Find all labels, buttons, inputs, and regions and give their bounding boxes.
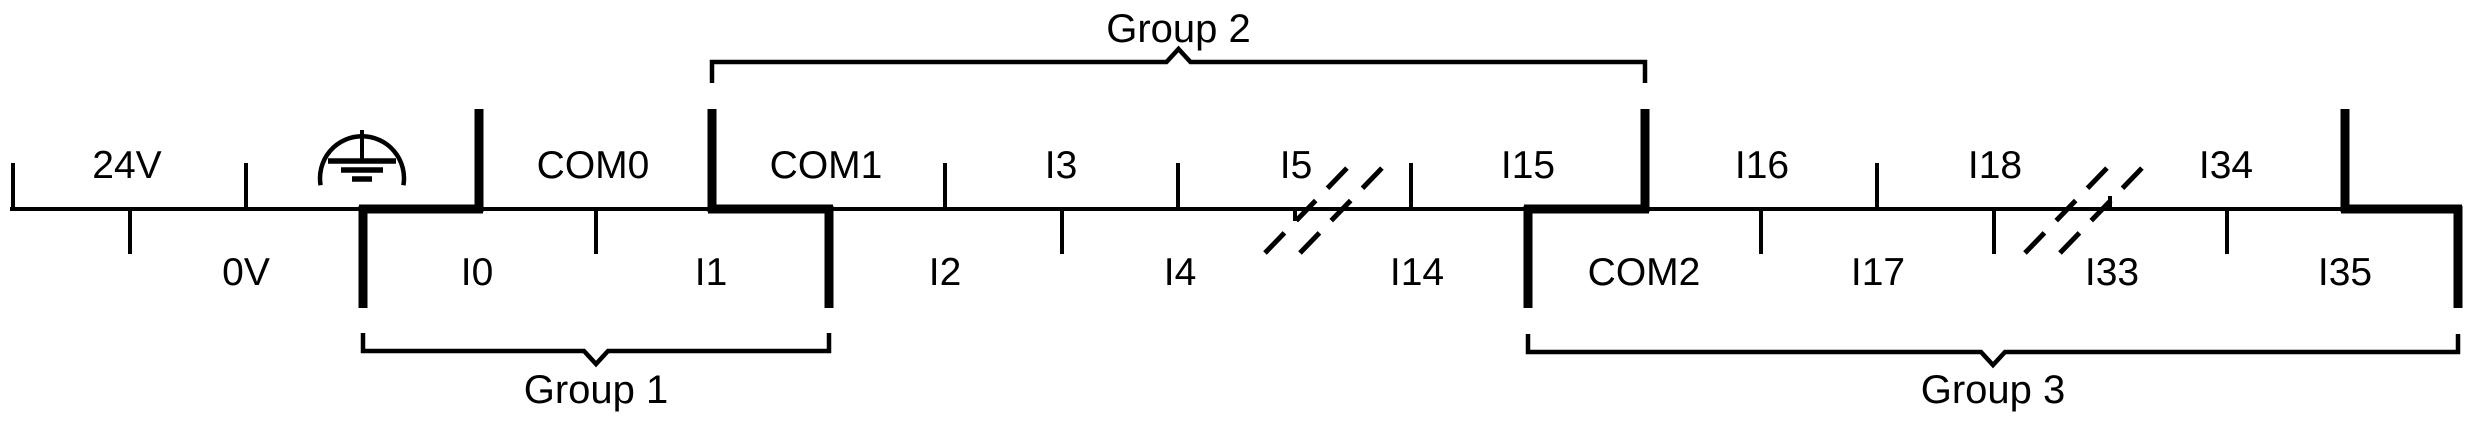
terminal-label-i35: I35 bbox=[2318, 251, 2372, 294]
terminal-label-com1: COM1 bbox=[770, 144, 883, 187]
break-mark-icon bbox=[2023, 166, 2144, 255]
terminal-label-i33: I33 bbox=[2085, 251, 2139, 294]
terminal-label-i17: I17 bbox=[1851, 251, 1905, 294]
terminal-label-i3: I3 bbox=[1045, 144, 1078, 187]
terminal-label-i34: I34 bbox=[2199, 144, 2253, 187]
terminal-label-0v: 0V bbox=[222, 251, 270, 294]
group-1-bracket bbox=[360, 333, 832, 368]
terminal-label-24v: 24V bbox=[92, 144, 161, 187]
group-1-label: Group 1 bbox=[524, 368, 669, 412]
terminal-label-i14: I14 bbox=[1390, 251, 1444, 294]
group-2-bracket bbox=[709, 45, 1648, 83]
group-3-label: Group 3 bbox=[1921, 368, 2066, 412]
ground-arc bbox=[317, 133, 407, 186]
terminal-label-i1: I1 bbox=[695, 251, 728, 294]
terminal-label-i18: I18 bbox=[1968, 144, 2022, 187]
earth-ground-icon bbox=[317, 130, 407, 186]
terminal-label-com2: COM2 bbox=[1588, 251, 1701, 294]
terminal-label-i0: I0 bbox=[461, 251, 494, 294]
terminal-label-com0: COM0 bbox=[537, 144, 650, 187]
group-3-bracket bbox=[1525, 334, 2461, 369]
terminal-label-i15: I15 bbox=[1501, 144, 1555, 187]
group-2-label: Group 2 bbox=[1106, 7, 1251, 51]
terminal-label-i5: I5 bbox=[1280, 144, 1313, 187]
break-mark-icon bbox=[1263, 166, 1384, 255]
terminal-label-i16: I16 bbox=[1735, 144, 1789, 187]
terminal-label-i2: I2 bbox=[929, 251, 962, 294]
terminal-label-i4: I4 bbox=[1164, 251, 1197, 294]
